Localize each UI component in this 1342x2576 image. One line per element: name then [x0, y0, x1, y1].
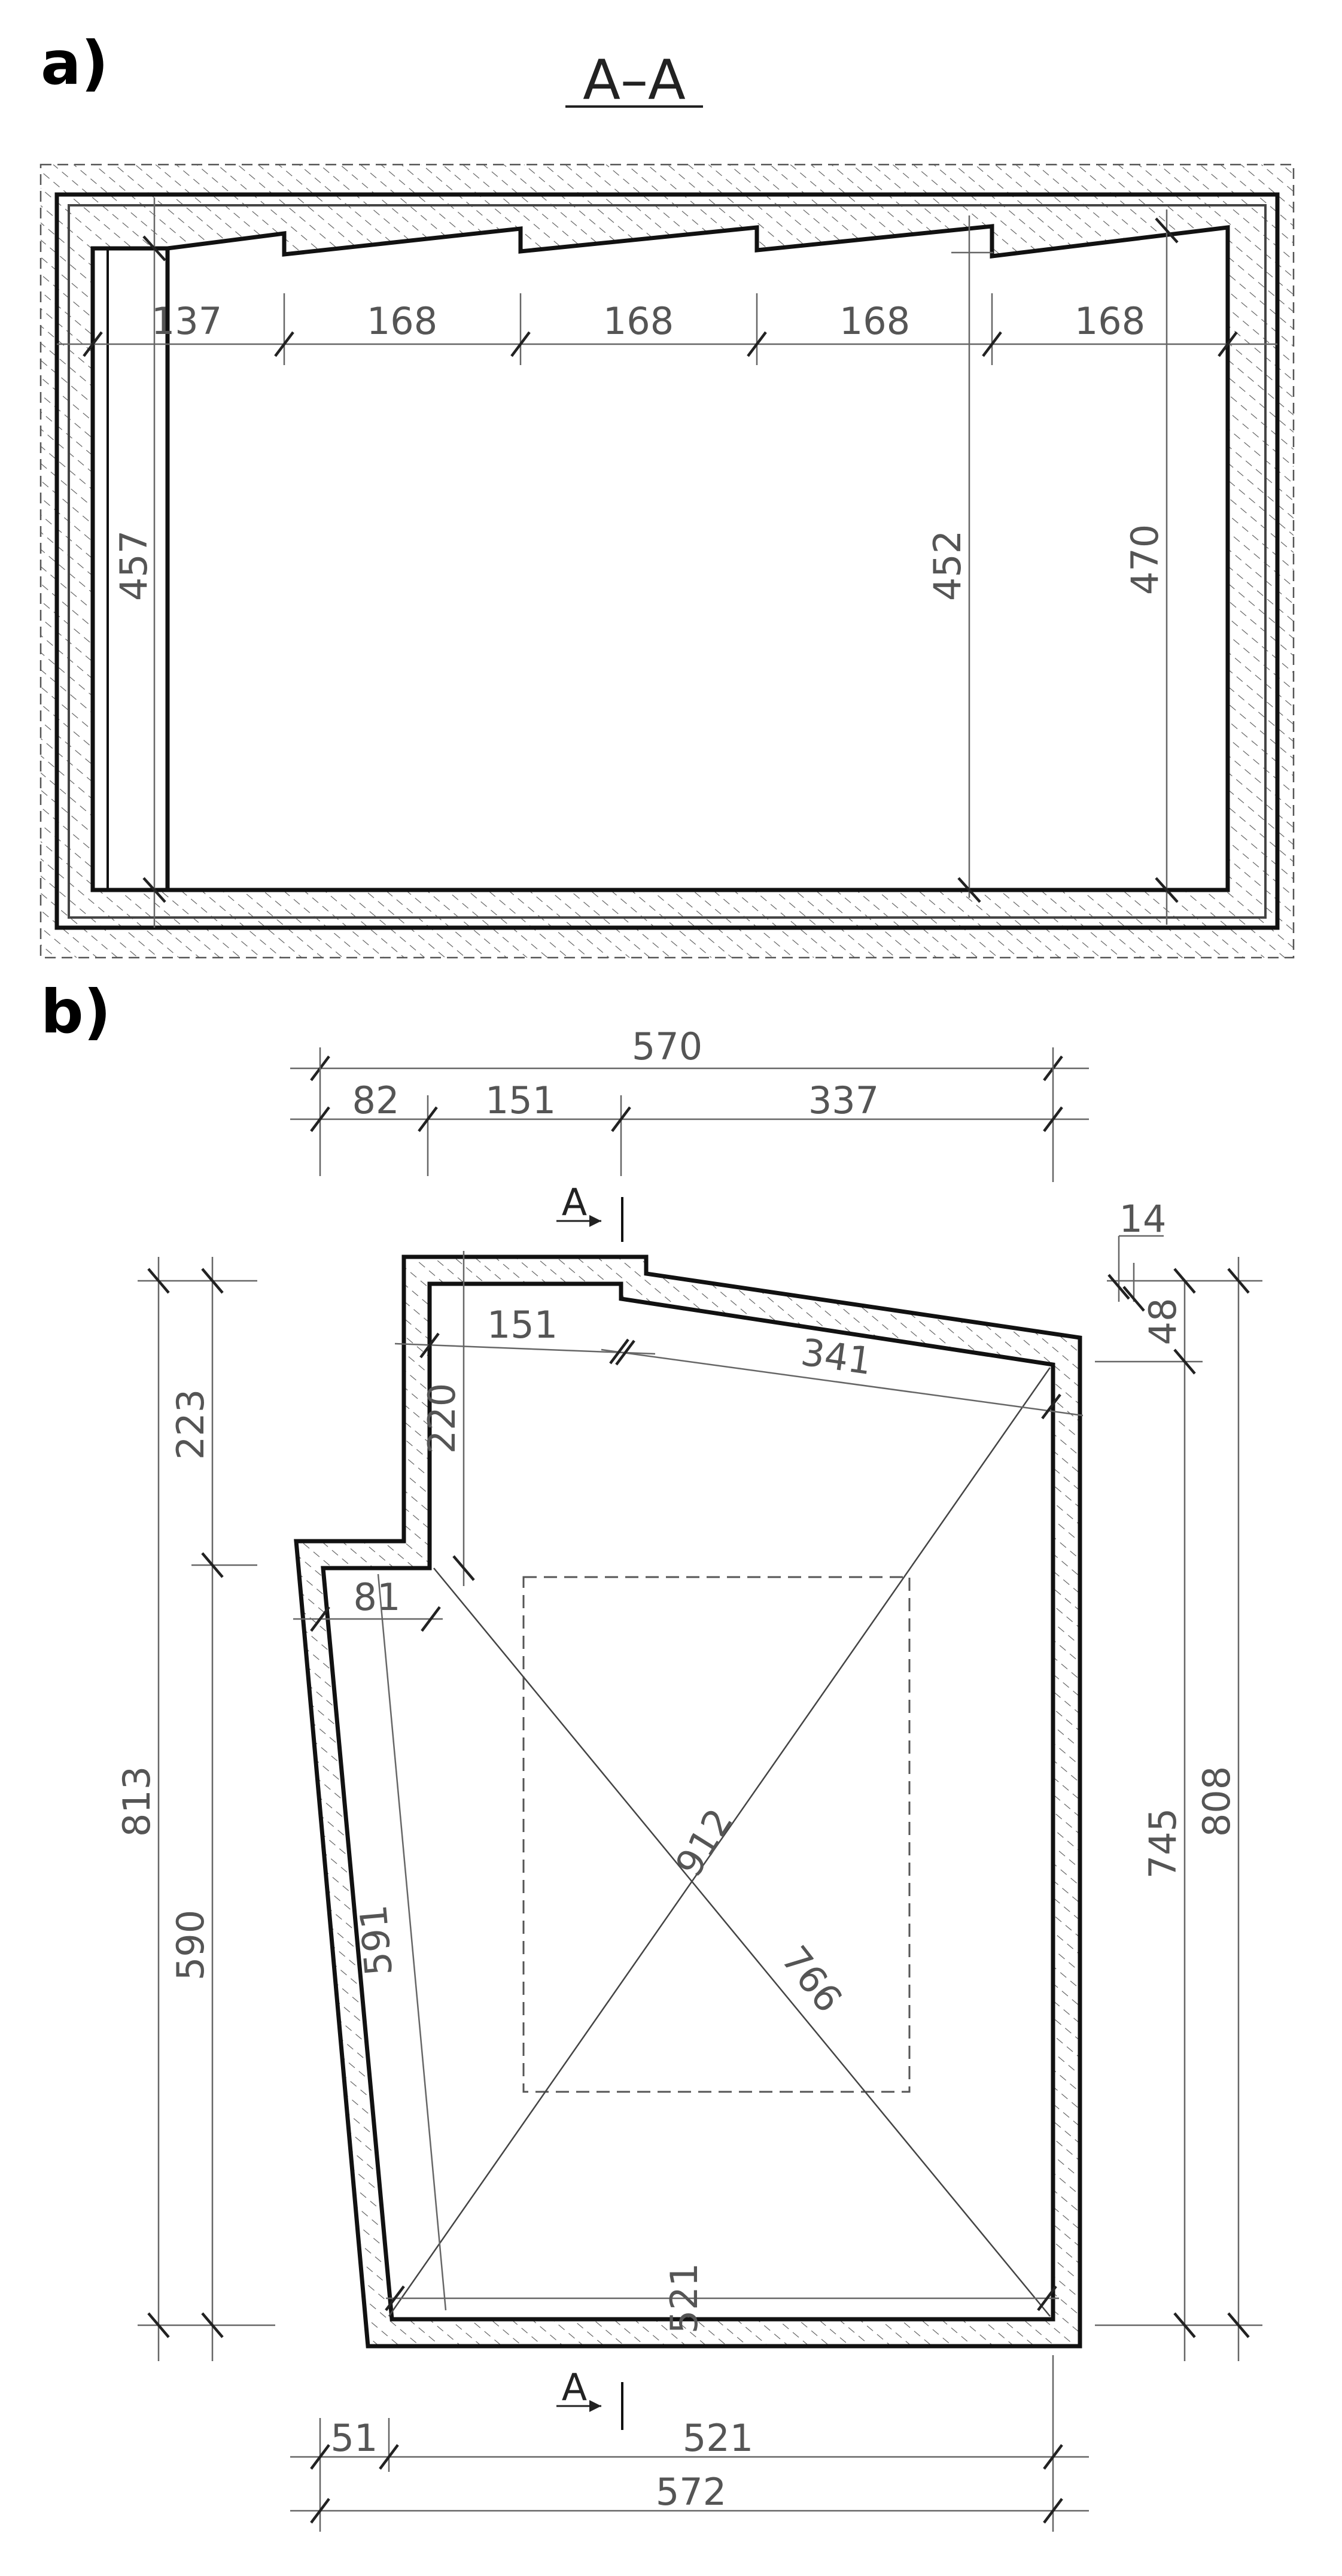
tick [1043, 2498, 1063, 2524]
tick [274, 331, 294, 357]
tick [1043, 1106, 1063, 1132]
panel-b-plan-view: b) 570 82 151 337 A 91 [41, 977, 1262, 2532]
plan-wall-hatch [296, 1257, 1080, 2346]
tick [418, 1106, 438, 1132]
dim-766: 766 [773, 1938, 851, 2021]
section-outer-boundary [39, 163, 1295, 959]
tick [142, 235, 166, 262]
dimension-line-591 [377, 1573, 447, 2311]
dim-168-3: 168 [839, 299, 910, 343]
tick [1218, 331, 1238, 357]
tick [421, 1606, 441, 1632]
section-marker-letter: A [562, 2365, 587, 2409]
plan-inner-wall [321, 1281, 1055, 2322]
dim-151-inner: 151 [487, 1303, 558, 1347]
tick [310, 2498, 330, 2524]
dim-452: 452 [926, 530, 969, 601]
dim-745: 745 [1141, 1808, 1185, 1879]
dim-220: 220 [420, 1383, 464, 1454]
tick [201, 1552, 224, 1578]
tick [310, 1606, 330, 1632]
dim-912: 912 [667, 1801, 741, 1884]
tick [1173, 1268, 1196, 1294]
dim-570: 570 [632, 1025, 702, 1068]
tick [1173, 2312, 1196, 2338]
panel-a-section-view: a) A–A 137 168 168 168 168 457 [39, 28, 1295, 959]
tick [1227, 1268, 1250, 1294]
dim-81: 81 [354, 1575, 401, 1619]
dim-82: 82 [352, 1079, 400, 1122]
tick [747, 331, 767, 357]
dim-14: 14 [1119, 1197, 1167, 1241]
dim-470: 470 [1123, 524, 1167, 595]
section-marker-bottom: A [556, 2365, 623, 2430]
tick [147, 2312, 170, 2338]
plan-outer-wall [294, 1254, 1082, 2349]
section-title: A–A [583, 48, 686, 112]
dim-813: 813 [115, 1766, 159, 1837]
section-outer-wall-line-2 [68, 204, 1267, 919]
dim-168-4: 168 [1075, 299, 1145, 343]
panel-b-label: b) [41, 977, 111, 1047]
tick [310, 2444, 330, 2470]
tick [609, 1338, 629, 1365]
dim-223: 223 [169, 1389, 212, 1460]
tick [379, 2444, 399, 2470]
dim-591: 591 [351, 1903, 401, 1977]
tick [142, 877, 166, 903]
dim-51: 51 [331, 2416, 378, 2460]
tick [957, 877, 981, 903]
tick [1227, 2312, 1250, 2338]
section-inner-profile [90, 224, 1230, 892]
tick [1173, 1348, 1196, 1375]
tick [1043, 2444, 1063, 2470]
dim-808: 808 [1195, 1766, 1238, 1837]
panel-a-label: a) [41, 28, 108, 98]
tick [452, 1555, 475, 1581]
tick [510, 331, 531, 357]
dim-572: 572 [656, 2470, 726, 2514]
dim-521-inner: 521 [662, 2263, 706, 2334]
tick [611, 1106, 631, 1132]
tick [1155, 877, 1179, 903]
dim-48: 48 [1141, 1298, 1185, 1345]
dim-137: 137 [151, 299, 222, 343]
tick [201, 2312, 224, 2338]
tick [1037, 2285, 1057, 2311]
dimension-line-151-inner [394, 1342, 656, 1355]
tick [310, 1106, 330, 1132]
section-marker-top: A [556, 1180, 623, 1242]
diagonal-766 [433, 1568, 1051, 2317]
dim-337: 337 [808, 1079, 879, 1122]
tick [385, 2285, 405, 2311]
section-marker-letter: A [562, 1180, 587, 1224]
dim-521-bottom: 521 [683, 2416, 753, 2460]
tick [147, 1268, 170, 1294]
section-arrowhead [589, 1215, 601, 1227]
dim-590: 590 [169, 1910, 212, 1980]
dim-168-1: 168 [367, 299, 437, 343]
dim-341: 341 [798, 1330, 874, 1383]
tick [1107, 1274, 1130, 1300]
tick [1122, 1286, 1145, 1312]
section-outer-wall-line [54, 192, 1280, 930]
dashed-opening [522, 1576, 911, 2093]
dim-457: 457 [112, 530, 156, 601]
tick [83, 331, 103, 357]
dim-168-2: 168 [603, 299, 674, 343]
tick [201, 1268, 224, 1294]
tick [419, 1332, 440, 1359]
dimension-line-341 [601, 1348, 1084, 1417]
section-arrowhead [589, 2400, 601, 2412]
tick [615, 1339, 635, 1366]
tick [982, 331, 1002, 357]
tick [1041, 1393, 1061, 1420]
section-wall-hatch [41, 165, 1294, 958]
diagonal-912 [388, 1367, 1051, 2317]
tick [1155, 217, 1179, 244]
dim-151-top: 151 [485, 1079, 556, 1122]
